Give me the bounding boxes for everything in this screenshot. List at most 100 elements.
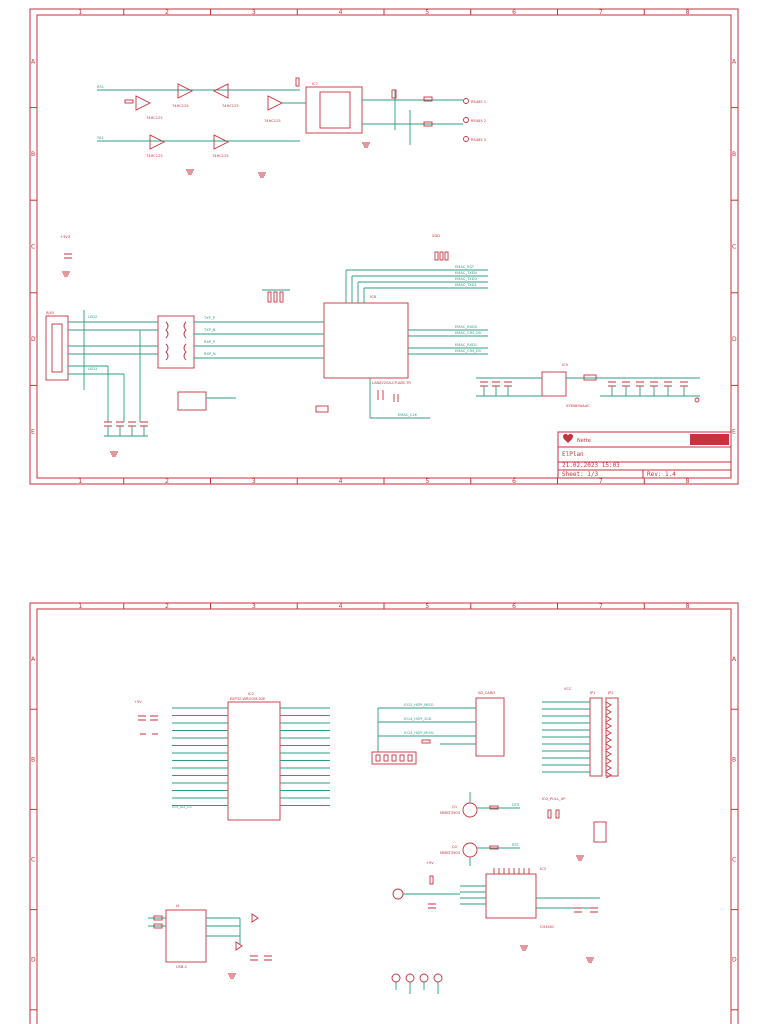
sheet1-row-mark: E	[31, 429, 35, 436]
vdd-label-1: VDD	[432, 234, 440, 238]
sheet1-col-mark: 4	[339, 9, 343, 16]
net-emac-crs-2: EMAC_CRS_DV	[455, 349, 482, 353]
q2-part: MMBT3904	[440, 851, 461, 855]
rs485-terminal-2-icon	[463, 117, 469, 123]
net-rxp: RXP_P	[204, 340, 216, 344]
sheet1-row-mark: B	[31, 151, 35, 158]
ethernet-section: RJ45 LED2 LED1 TXP_P TXP_N RXP_P RXP_N	[45, 234, 488, 457]
buffer-5	[149, 134, 166, 150]
power-led-icon	[694, 397, 700, 403]
buffer-6	[213, 134, 230, 150]
rs485-terminal-1-icon	[463, 98, 469, 104]
sd-card-slot	[475, 697, 505, 757]
sheet2-col-mark: 6	[512, 603, 516, 610]
sheet1-row-mark: E	[732, 429, 736, 436]
mount-hole-2-icon	[405, 973, 415, 983]
sheet1-row-mark: C	[31, 244, 35, 251]
esp32-section: IC2 ESP32-WROOM-32E IO5_SD_CS +5V	[134, 692, 330, 821]
sheet1-col-mark: 1	[78, 9, 82, 16]
sheet1-row-mark: C	[732, 244, 736, 251]
sheet1-row-mark: B	[732, 151, 736, 158]
sheet2-row-mark: C	[732, 857, 736, 864]
sd-card-section: SD_CARD IO12_HSPI_MISO IO14_HSPI_SCK IO1…	[371, 691, 505, 765]
led2-label: LED2	[88, 315, 97, 319]
sheet2-row-mark: B	[732, 756, 736, 763]
usb-uart-section: IC3 CH340C +5V	[392, 861, 600, 963]
sheet1-col-mark: 3	[252, 478, 256, 485]
ic9-label: IC9	[562, 363, 569, 367]
net-rts: RTS	[512, 843, 519, 847]
sheet2-row-mark: D	[732, 957, 737, 964]
buffer-6-label: 74HC125	[212, 154, 229, 158]
logo-text: Nette	[577, 438, 591, 444]
sheet2-col-mark: 8	[686, 603, 690, 610]
io2-pullup-label: IO2_PULL_UP	[542, 797, 566, 801]
net-txp: TXP_P	[203, 316, 216, 320]
buffer-3-label: 74HC125	[146, 116, 163, 120]
sheet1-col-mark: 7	[599, 9, 603, 16]
brand-badge	[690, 434, 729, 445]
buffer-4-label: 74HC125	[264, 119, 281, 123]
sheet1-col-mark: 5	[425, 9, 429, 16]
magnetics-block	[157, 315, 195, 369]
sheet1-row-mark: D	[31, 336, 36, 343]
net-rxn: RXP_N	[204, 352, 216, 356]
regulator-label: SY8089AAAC	[566, 404, 590, 408]
sheet1-col-mark: 2	[165, 9, 169, 16]
sheet1-col-mark: 1	[78, 478, 82, 485]
usb-c-connector	[165, 909, 207, 963]
sheet2-row-mark: A	[732, 656, 737, 663]
mounting-holes	[391, 973, 443, 994]
sheet2-col-mark: 7	[599, 603, 603, 610]
sheet2-col-mark: 1	[78, 603, 82, 610]
mount-hole-3-icon	[419, 973, 429, 983]
ch340-label: CH340C	[540, 925, 555, 929]
q1-label: Q1	[452, 805, 457, 809]
esp32-module	[227, 701, 281, 821]
title-block: Nette ElPlan 21.02.2023 15:03 Sheet: 1/3…	[557, 431, 732, 479]
rj45-connector	[45, 315, 69, 381]
net-sck: IO14_HSPI_SCK	[404, 717, 432, 721]
net-ta1: TA1	[96, 136, 104, 140]
ic2-label: IC2	[248, 692, 254, 696]
ch340-chip	[485, 873, 537, 919]
auto-reset-section: Q1 MMBT3904 Q2 MMBT3904 DTR RTS IO2_PULL…	[440, 792, 607, 866]
jp2-label: JP2	[607, 691, 614, 695]
power-section: SY8089AAAC IC9	[476, 363, 700, 408]
v5-label-esp: +5V	[134, 700, 142, 704]
sheet1-col-mark: 3	[252, 9, 256, 16]
vcc-label: VCC	[564, 687, 572, 691]
net-emac-rxd0: EMAC_RXD0	[455, 325, 478, 329]
net-emac-rxd1: EMAC_RXD1	[455, 343, 477, 347]
pin-header	[371, 751, 417, 765]
net-rs1: RS1	[97, 85, 104, 89]
sheet2-col-mark: 4	[339, 603, 343, 610]
sheet1-col-mark: 5	[425, 478, 429, 485]
terminal-2-label: RS485 2	[471, 119, 486, 123]
sheet1-col-mark: 8	[686, 478, 690, 485]
sheet1-col-mark: 4	[339, 478, 343, 485]
net-emac-clk: EMAC_CLK	[398, 413, 418, 417]
sheet2-col-mark: 3	[252, 603, 256, 610]
date-line: 21.02.2023 15:03	[562, 462, 620, 469]
sheet1-col-mark: 2	[165, 478, 169, 485]
j4-label: J4	[175, 904, 180, 908]
sheet2-row-mark: B	[31, 756, 35, 763]
q1-transistor	[462, 802, 478, 818]
sheet1-col-mark: 7	[599, 478, 603, 485]
small-ic	[177, 391, 207, 411]
sheet-number: Sheet: 1/3	[562, 471, 599, 478]
net-sd-cs: IO5_SD_CS	[172, 805, 192, 809]
terminal-3-label: RS485 3	[471, 138, 486, 142]
buffer-1-label: 74HC125	[172, 104, 189, 108]
rs485-inner	[319, 91, 351, 129]
q2-transistor	[462, 842, 478, 858]
ic7-label: IC7	[312, 82, 318, 86]
heart-logo-icon	[563, 434, 573, 443]
net-miso: IO12_HSPI_MISO	[404, 703, 434, 707]
revision: Rev: 1.4	[647, 471, 676, 478]
v5-label-usb: +5V	[426, 861, 434, 865]
net-txn: TXP_N	[203, 328, 216, 332]
